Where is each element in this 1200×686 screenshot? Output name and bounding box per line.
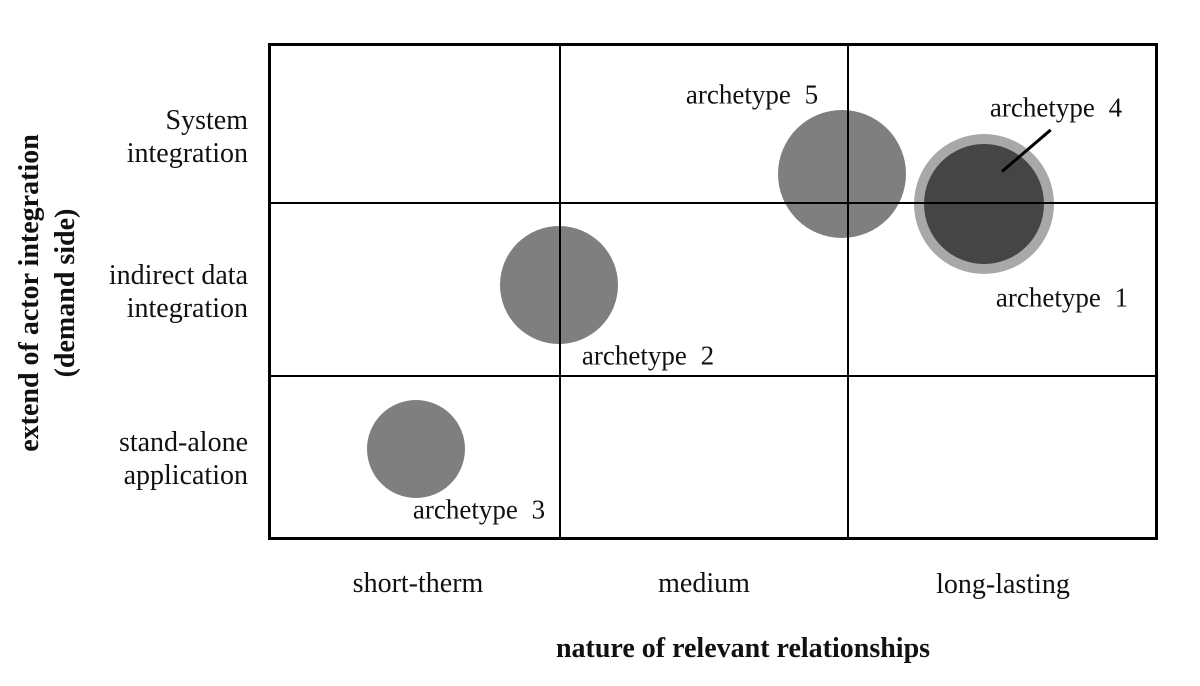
bubble-label-archetype-1: archetype 1 xyxy=(995,282,1129,313)
bubble-label-archetype-3: archetype 3 xyxy=(412,494,546,525)
y-tick-stand-alone-application: stand-alone application xyxy=(118,427,248,491)
bubble-label-archetype-5: archetype 5 xyxy=(685,79,819,110)
bubble-archetype-5 xyxy=(778,110,906,238)
bubble-label-archetype-2: archetype 2 xyxy=(581,340,715,371)
gridline-vertical-1 xyxy=(559,43,561,540)
plot-area-frame xyxy=(268,43,1158,540)
x-axis-title: nature of relevant relationships xyxy=(555,633,931,664)
y-tick-system-integration: System integration xyxy=(126,105,248,169)
y-axis-title: extend of actor integration (demand side… xyxy=(14,134,81,452)
bubble-label-archetype-4: archetype 4 xyxy=(989,92,1123,123)
gridline-horizontal-2 xyxy=(268,375,1158,377)
bubble-archetype-4 xyxy=(924,144,1044,264)
gridline-horizontal-1 xyxy=(268,202,1158,204)
gridline-vertical-2 xyxy=(847,43,849,540)
x-tick-medium: medium xyxy=(658,568,750,599)
x-tick-long-lasting: long-lasting xyxy=(936,569,1070,600)
x-tick-short-therm: short-therm xyxy=(352,568,484,599)
y-tick-indirect-data-integration: indirect data integration xyxy=(108,260,248,324)
bubble-archetype-3 xyxy=(367,400,465,498)
